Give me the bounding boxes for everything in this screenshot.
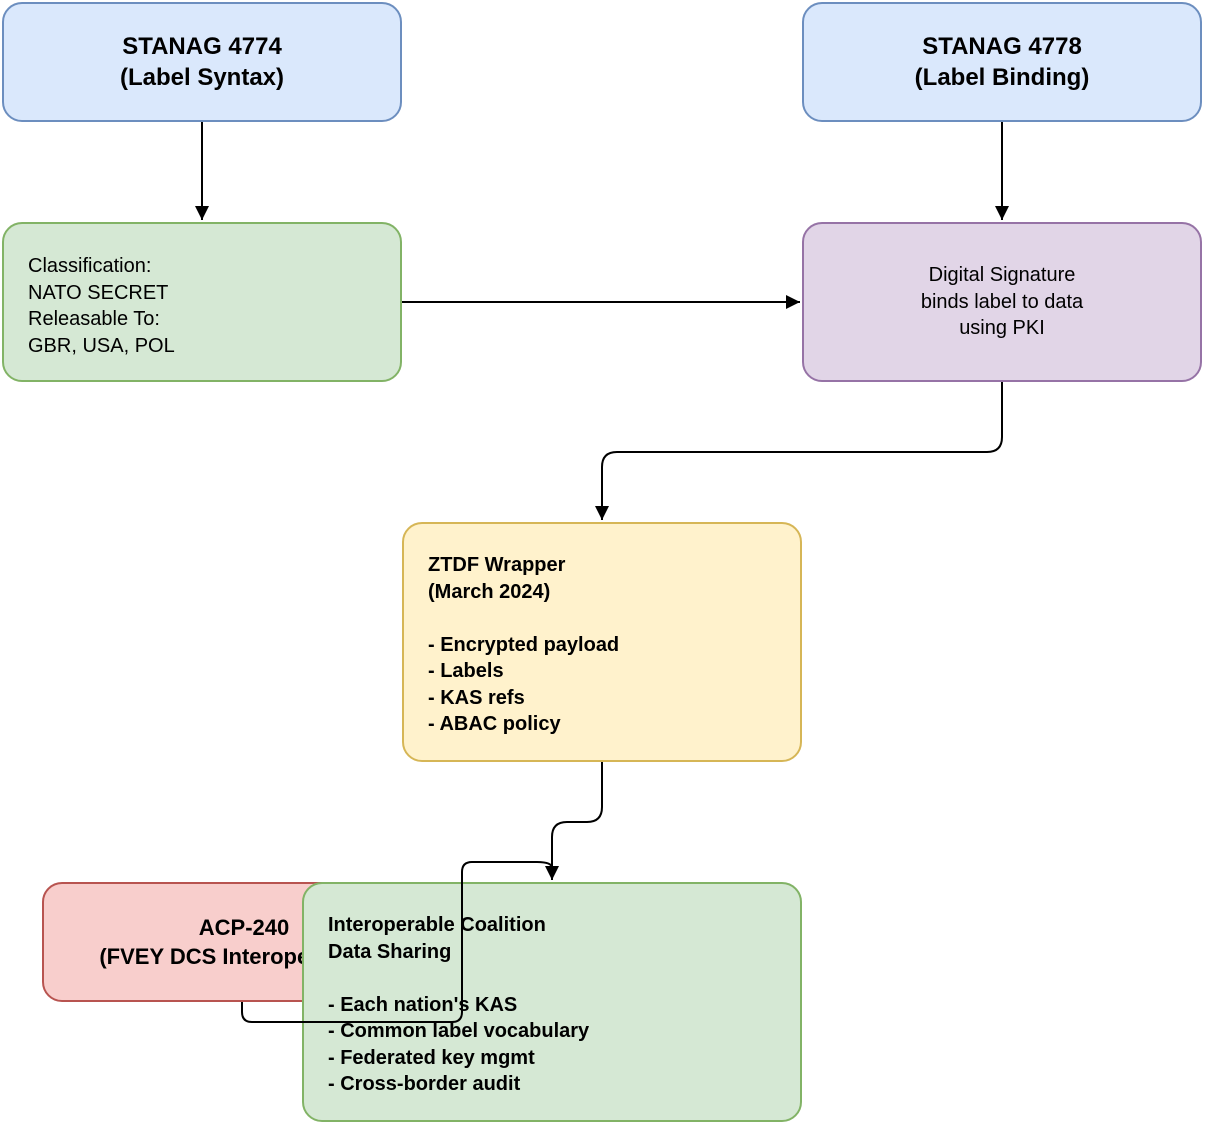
stanag-4778-node: STANAG 4778 (Label Binding) — [802, 2, 1202, 122]
stanag-4774-title: STANAG 4774 — [122, 33, 282, 60]
label-line-releasable-heading: Releasable To: — [28, 308, 160, 330]
digital-signature-node: Digital Signature binds label to data us… — [802, 222, 1202, 382]
coalition-item-label-vocabulary: - Common label vocabulary — [328, 1020, 590, 1042]
ztdf-item-labels: - Labels — [428, 660, 504, 682]
ztdf-date: (March 2024) — [428, 580, 551, 603]
ztdf-item-abac-policy: - ABAC policy — [428, 713, 561, 735]
coalition-item-audit: - Cross-border audit — [328, 1073, 521, 1095]
coalition-item-key-mgmt: - Federated key mgmt — [328, 1046, 535, 1069]
coalition-item-kas: - Each nation's KAS — [328, 993, 518, 1016]
label-line-classification-value: NATO SECRET — [28, 281, 169, 304]
stanag-4778-title: STANAG 4778 — [922, 33, 1082, 60]
label-line-releasable-value: GBR, USA, POL — [28, 334, 175, 357]
label-example-node: Classification: NATO SECRET Releasable T… — [2, 222, 402, 382]
stanag-4774-subtitle: (Label Syntax) — [119, 64, 285, 91]
edge-ztdf-to-coalition — [545, 762, 603, 880]
edge-signature-to-ztdf — [595, 382, 1003, 520]
ztdf-item-kas-refs: - KAS refs — [428, 686, 525, 709]
signature-line-2: binds label to data — [920, 290, 1084, 313]
stanag-4774-node: STANAG 4774 (Label Syntax) — [2, 2, 402, 122]
signature-line-1: Digital Signature — [928, 264, 1076, 287]
ztdf-title: ZTDF Wrapper — [428, 554, 566, 576]
label-line-classification-heading: Classification: — [28, 255, 152, 277]
coalition-title-line-2: Data Sharing — [328, 940, 452, 963]
ztdf-item-encrypted-payload: - Encrypted payload — [428, 633, 620, 656]
ztdf-wrapper-node: ZTDF Wrapper (March 2024) - Encrypted pa… — [402, 522, 802, 762]
coalition-title-line-1: Interoperable Coalition — [328, 914, 546, 936]
coalition-data-sharing-node: Interoperable Coalition Data Sharing - E… — [302, 882, 802, 1122]
signature-line-3: using PKI — [959, 317, 1045, 340]
stanag-4778-subtitle: (Label Binding) — [914, 64, 1090, 91]
